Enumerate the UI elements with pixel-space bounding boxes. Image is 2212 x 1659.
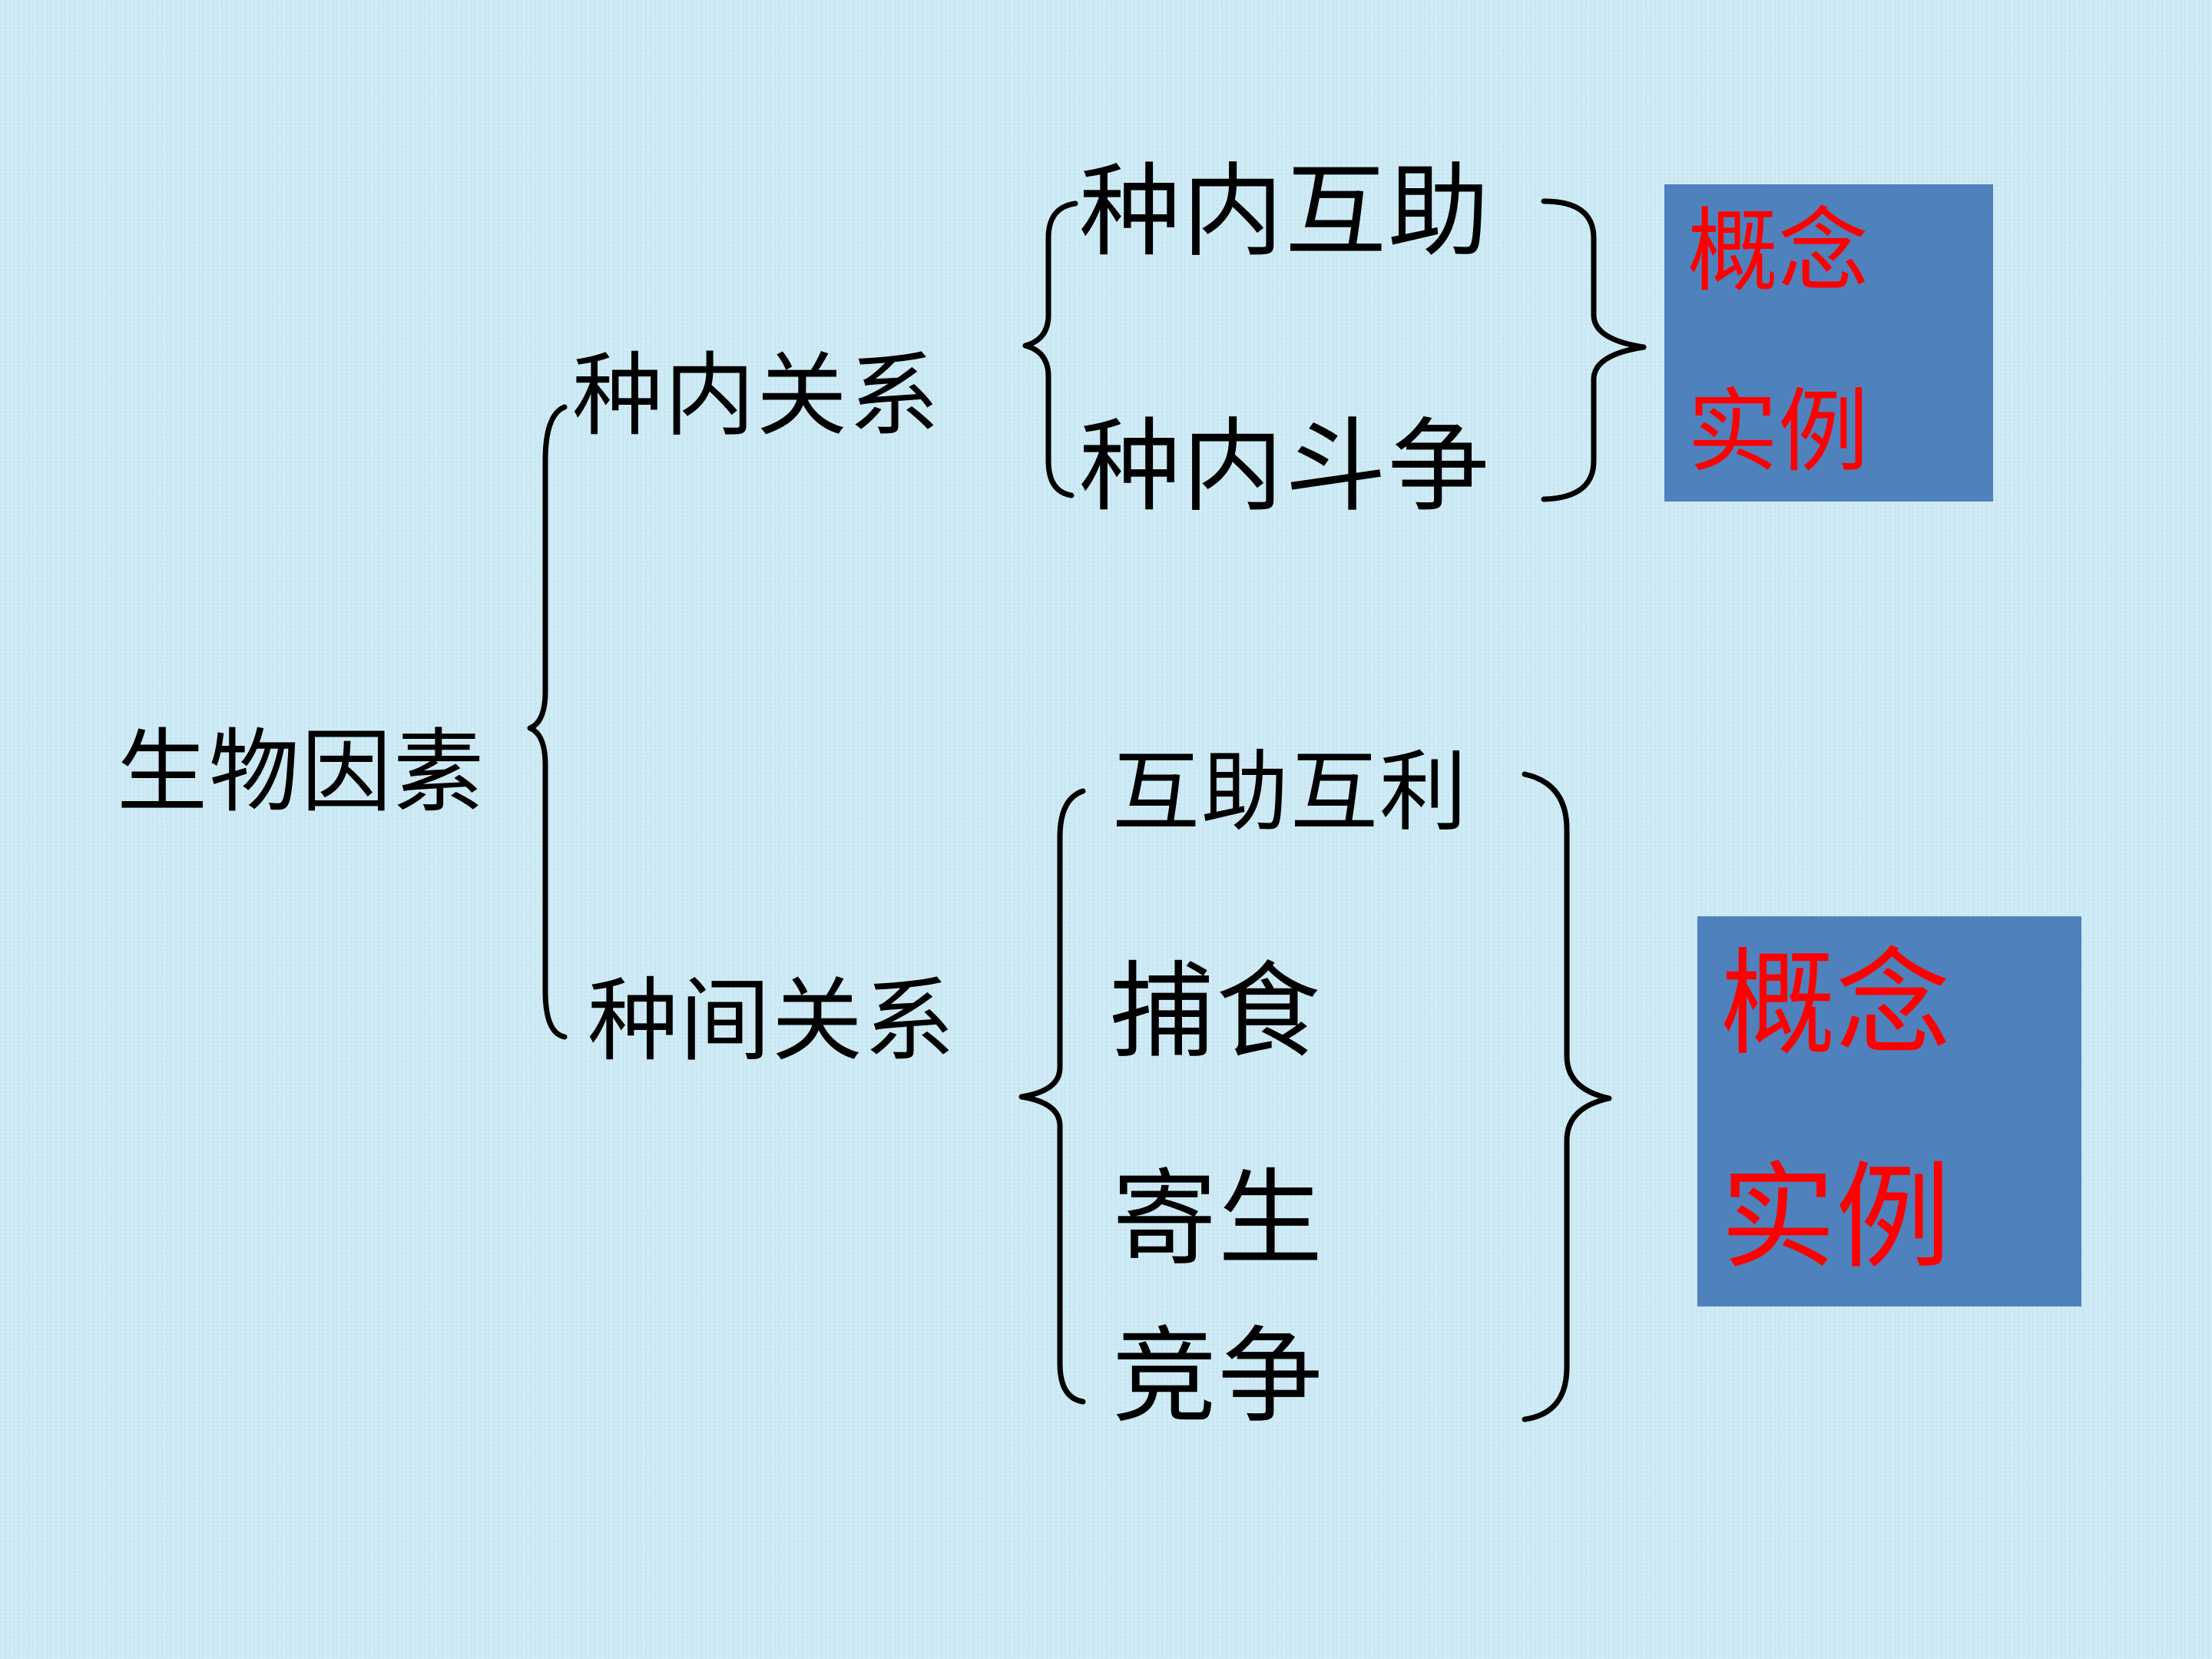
interspecific-left-brace: [1018, 788, 1086, 1405]
item-intraspecific-mutual-aid: 种内互助: [1079, 153, 1491, 271]
item-interspecific-predation: 捕食: [1110, 952, 1322, 1073]
box-example-label: 实例: [1720, 1151, 1952, 1285]
box-concept-label: 概念: [1687, 198, 1869, 304]
root-label: 生物因素: [117, 719, 486, 825]
summary-box-interspecific: 概念 实例: [1697, 916, 2081, 1306]
summary-box-intraspecific: 概念 实例: [1664, 184, 1993, 502]
interspecific-right-brace: [1522, 771, 1612, 1422]
box-concept-label: 概念: [1720, 938, 1952, 1071]
item-interspecific-mutualism: 互助互利: [1112, 741, 1469, 843]
box-example-label: 实例: [1687, 379, 1869, 485]
intraspecific-right-brace: [1541, 198, 1647, 502]
intraspecific-left-brace: [1022, 200, 1078, 498]
item-interspecific-competition: 竞争: [1112, 1316, 1324, 1438]
item-intraspecific-struggle: 种内斗争: [1079, 408, 1491, 526]
branch-label-interspecific: 种间关系: [588, 968, 957, 1074]
item-interspecific-parasitism: 寄生: [1112, 1159, 1324, 1280]
root-brace: [527, 404, 568, 1040]
branch-label-intraspecific: 种内关系: [572, 343, 942, 449]
